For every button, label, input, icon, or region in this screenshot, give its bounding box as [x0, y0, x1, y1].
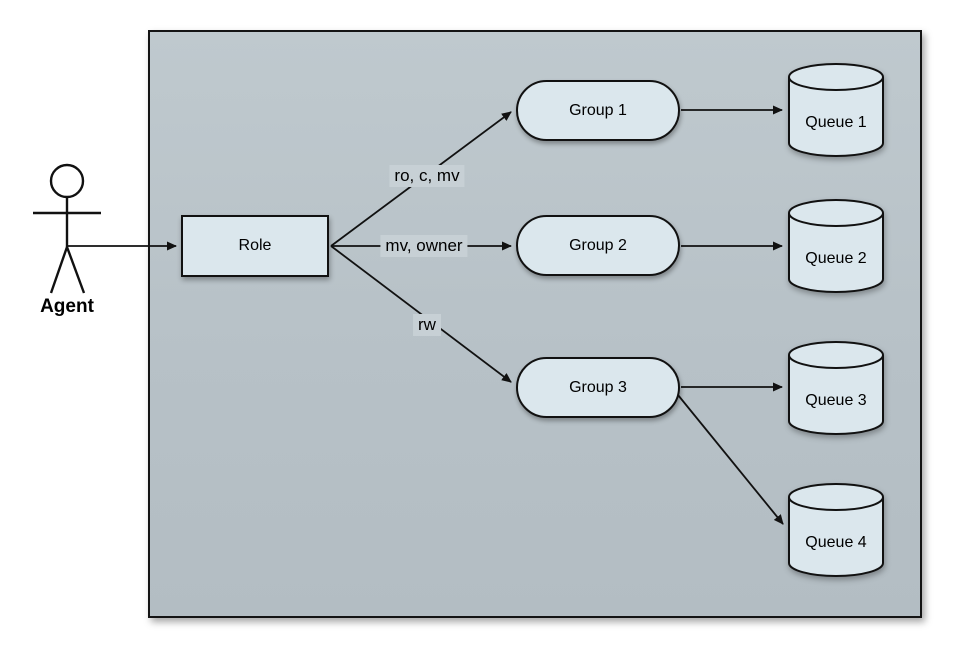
actor-agent — [25, 160, 115, 300]
stick-figure-icon — [33, 163, 101, 294]
node-group-3-label: Group 3 — [569, 378, 627, 396]
node-group-3: Group 3 — [516, 357, 680, 418]
node-group-1-label: Group 1 — [569, 101, 627, 119]
node-queue-2-label: Queue 2 — [805, 250, 867, 267]
cylinder-icon — [788, 63, 884, 157]
edge-label-role-group3: rw — [413, 314, 441, 336]
node-role: Role — [181, 215, 329, 277]
node-queue-2: Queue 2 — [787, 198, 885, 294]
edge-label-role-group2: mv, owner — [380, 235, 468, 257]
node-queue-4-label: Queue 4 — [805, 534, 867, 551]
cylinder-icon — [788, 199, 884, 293]
node-queue-4: Queue 4 — [787, 482, 885, 578]
node-role-label: Role — [238, 237, 272, 254]
cylinder-icon — [788, 483, 884, 577]
node-queue-1-label: Queue 1 — [805, 114, 867, 131]
node-queue-3: Queue 3 — [787, 340, 885, 436]
edge-label-role-group1: ro, c, mv — [389, 165, 465, 187]
node-group-2-label: Group 2 — [569, 236, 627, 254]
node-queue-3-label: Queue 3 — [805, 392, 867, 409]
cylinder-icon — [788, 341, 884, 435]
edge-group3-queue4 — [677, 394, 784, 525]
node-queue-1: Queue 1 — [787, 62, 885, 158]
node-group-1: Group 1 — [516, 80, 680, 141]
node-group-2: Group 2 — [516, 215, 680, 276]
actor-agent-label: Agent — [40, 296, 94, 317]
